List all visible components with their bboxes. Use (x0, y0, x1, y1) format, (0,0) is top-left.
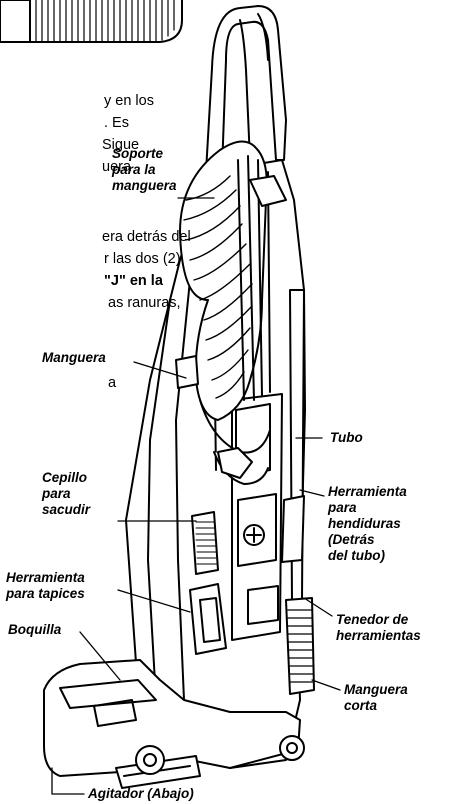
text-fragment-8: as ranuras, (108, 292, 181, 314)
label-soporte-manguera: Soporte para la manguera (112, 146, 177, 194)
label-cepillo-sacudir: Cepillo para sacudir (42, 470, 90, 518)
label-agitador: Agitador (Abajo) (88, 786, 194, 802)
hose-fragment-top (0, 0, 182, 42)
label-herramienta-tapices: Herramienta para tapices (6, 570, 85, 602)
label-tenedor-herramientas: Tenedor de herramientas (336, 612, 421, 644)
label-herramienta-hendiduras: Herramienta para hendiduras (Detrás del … (328, 484, 407, 564)
label-tubo: Tubo (330, 430, 363, 446)
text-fragment-9: a (108, 372, 116, 394)
hose-clip (176, 356, 198, 388)
text-fragment-1: y en los (104, 90, 154, 112)
text-fragment-5: era detrás del (102, 226, 191, 248)
text-fragment-7: "J" en la (104, 270, 163, 292)
label-manguera-corta: Manguera corta (344, 682, 408, 714)
label-boquilla: Boquilla (8, 622, 61, 638)
label-manguera: Manguera (42, 350, 106, 366)
text-fragment-2: . Es (104, 112, 129, 134)
text-fragment-6: r las dos (2) (104, 248, 181, 270)
short-hose (286, 598, 314, 694)
